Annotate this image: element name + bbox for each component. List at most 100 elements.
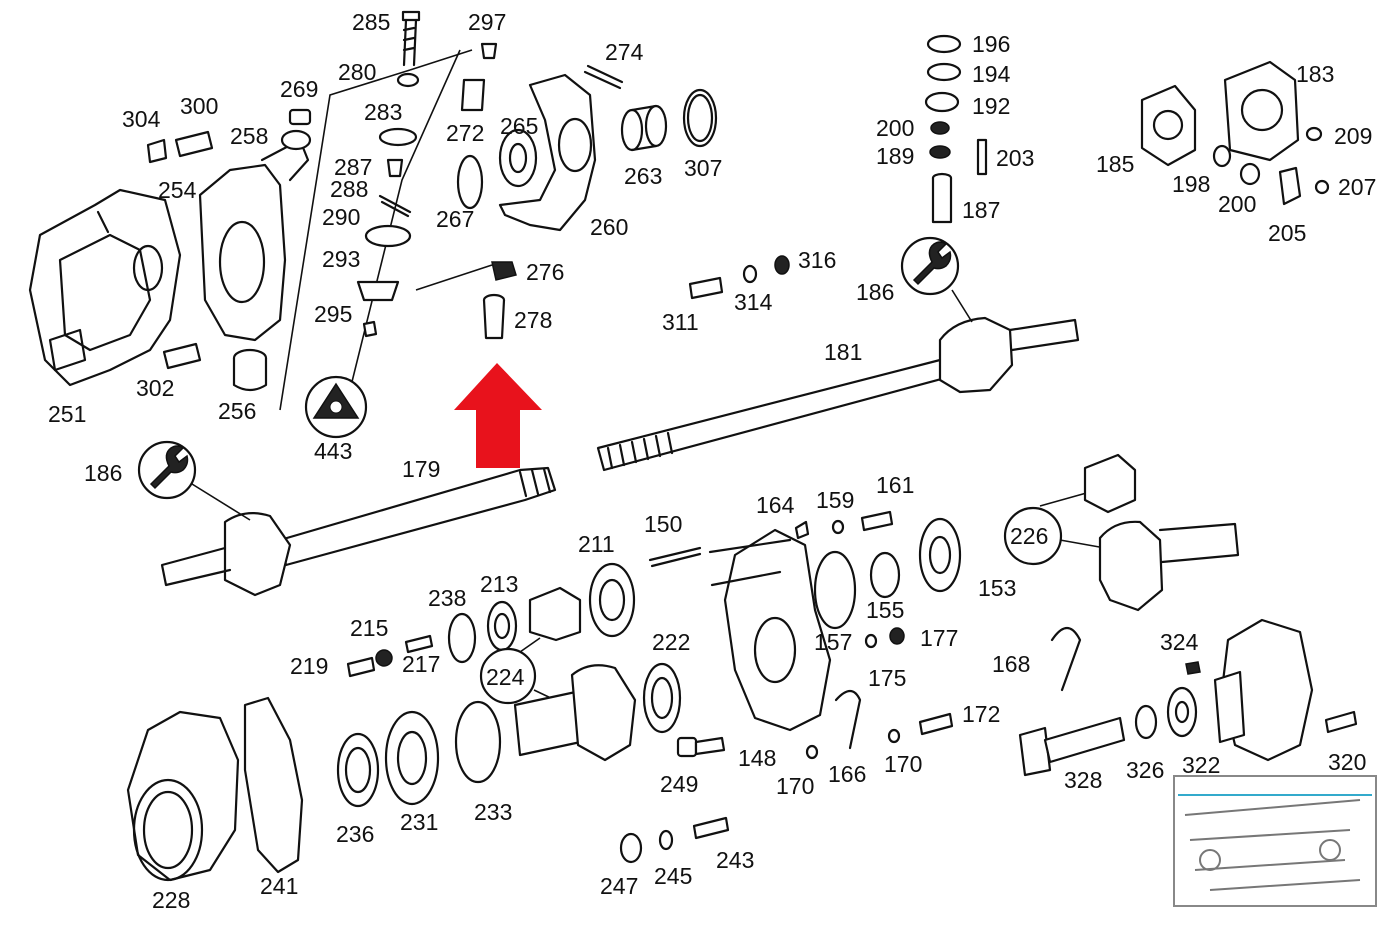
label-217: 217: [402, 651, 440, 677]
label-285: 285: [352, 9, 390, 35]
label-297: 297: [468, 9, 506, 35]
label-238: 238: [428, 585, 466, 611]
washer-192: [924, 91, 960, 113]
pin-288: [378, 194, 412, 218]
seal-155: [869, 551, 901, 599]
label-247: 247: [600, 873, 638, 899]
sleeve-278: [482, 293, 506, 340]
wrench-icon-2: [137, 440, 197, 500]
washer-198: [1212, 144, 1232, 168]
wrench-icon: [900, 236, 960, 296]
axle-shaft-179: [160, 466, 557, 597]
label-326: 326: [1126, 757, 1164, 783]
label-258: 258: [230, 123, 268, 149]
nut-215: [375, 649, 393, 667]
label-290: 290: [322, 204, 360, 230]
nut-247: [619, 832, 643, 864]
bolt-172: [918, 712, 954, 736]
callout-224: [479, 647, 537, 705]
label-307: 307: [684, 155, 722, 181]
label-260: 260: [590, 214, 628, 240]
label-311: 311: [662, 309, 699, 335]
label-322: 322: [1182, 752, 1220, 778]
clip-168: [1050, 626, 1082, 692]
label-168: 168: [992, 651, 1030, 677]
label-245: 245: [654, 863, 692, 889]
flange-320: [1213, 618, 1314, 762]
label-295: 295: [314, 301, 352, 327]
label-328: 328: [1064, 767, 1102, 793]
seal-283: [378, 127, 418, 147]
washer-196: [926, 34, 962, 54]
pin-150: [648, 546, 702, 568]
label-177: 177: [920, 625, 958, 651]
seal-222: [642, 662, 682, 734]
carrier-185: [1140, 84, 1197, 167]
bolt-328: [1018, 716, 1126, 777]
label-236: 236: [336, 821, 374, 847]
nut-316: [774, 255, 790, 275]
label-205: 205: [1268, 220, 1306, 246]
nut-269: [288, 108, 312, 126]
label-157: 157: [814, 629, 852, 655]
label-274: 274: [605, 39, 644, 65]
label-161: 161: [876, 472, 914, 498]
label-254: 254: [158, 177, 197, 203]
ring-258: [280, 129, 312, 151]
label-186-right: 186: [856, 279, 894, 305]
label-243: 243: [716, 847, 754, 873]
bushing-263: [620, 104, 668, 152]
gear-224a: [528, 586, 582, 642]
bolt-311: [688, 276, 724, 300]
housing-183: [1223, 60, 1300, 162]
label-200-upper: 200: [876, 115, 914, 141]
gear-213: [486, 600, 518, 652]
label-276: 276: [526, 259, 564, 285]
housing-148: [708, 528, 832, 732]
label-283: 283: [364, 99, 402, 125]
gasket-241: [243, 696, 304, 874]
label-187: 187: [962, 197, 1000, 223]
label-287: 287: [334, 154, 372, 180]
label-179: 179: [402, 456, 440, 482]
cover-153: [918, 517, 962, 593]
label-267: 267: [436, 206, 474, 232]
label-304: 304: [122, 106, 161, 132]
washer-159: [831, 519, 845, 535]
fitting-205: [1278, 166, 1302, 206]
label-150: 150: [644, 511, 682, 537]
label-228: 228: [152, 887, 190, 913]
pin-274: [583, 64, 624, 90]
bolt-249: [676, 736, 726, 758]
label-320: 320: [1328, 749, 1366, 775]
label-194: 194: [972, 61, 1011, 87]
label-288: 288: [330, 176, 368, 202]
ring-233: [454, 700, 502, 784]
pin-324: [1185, 661, 1201, 675]
bolt-300: [174, 130, 214, 158]
nut-304: [146, 138, 168, 164]
label-207: 207: [1338, 174, 1376, 200]
label-443: 443: [314, 438, 352, 464]
label-170-right: 170: [884, 751, 922, 777]
pin-203: [976, 138, 988, 176]
label-209: 209: [1334, 123, 1372, 149]
label-215: 215: [350, 615, 388, 641]
ring-189: [929, 145, 951, 159]
label-302: 302: [136, 375, 174, 401]
label-278: 278: [514, 307, 552, 333]
label-189: 189: [876, 143, 914, 169]
label-203: 203: [996, 145, 1034, 171]
disc-290: [364, 224, 412, 248]
label-172: 172: [962, 701, 1000, 727]
washer-326: [1134, 704, 1158, 740]
group-bracket-left: [279, 69, 411, 411]
sleeve-187: [931, 172, 953, 224]
label-213: 213: [480, 571, 518, 597]
bolt-285: [401, 10, 421, 67]
label-181: 181: [824, 339, 862, 365]
washer-314: [742, 264, 758, 284]
housing-228: [126, 710, 240, 882]
label-324: 324: [1160, 629, 1199, 655]
